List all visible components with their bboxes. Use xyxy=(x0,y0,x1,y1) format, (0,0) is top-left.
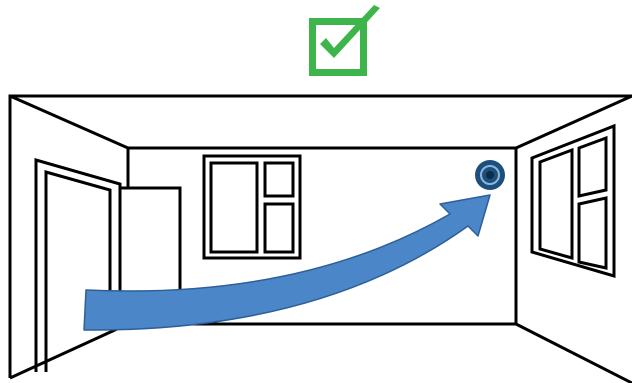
side-window-pane-left xyxy=(538,147,574,260)
back-window-pane-left xyxy=(209,161,259,254)
back-window-pane-top-right xyxy=(263,161,295,198)
checkmark-icon xyxy=(309,5,380,76)
room-walls xyxy=(8,94,632,383)
back-window-frame xyxy=(202,154,302,260)
floor-edge-right xyxy=(515,322,632,383)
door xyxy=(34,158,182,372)
ceiling-edge-left xyxy=(9,94,129,150)
back-window-pane-bottom-right xyxy=(263,202,295,254)
door-frame-outer xyxy=(34,158,122,372)
door-frame-inner xyxy=(44,170,112,372)
door-panel xyxy=(118,186,182,304)
side-window-pane-top-right xyxy=(577,135,608,198)
side-window-pane-bottom-right xyxy=(577,196,608,270)
ceiling-edge-right xyxy=(515,94,632,150)
window-icon xyxy=(530,123,616,279)
side-window-frame xyxy=(530,123,616,279)
floor-edge-left xyxy=(9,322,129,380)
curved-arrow-icon xyxy=(83,194,491,331)
window-icon xyxy=(202,154,302,260)
ceiling-sensor-icon xyxy=(475,160,505,190)
